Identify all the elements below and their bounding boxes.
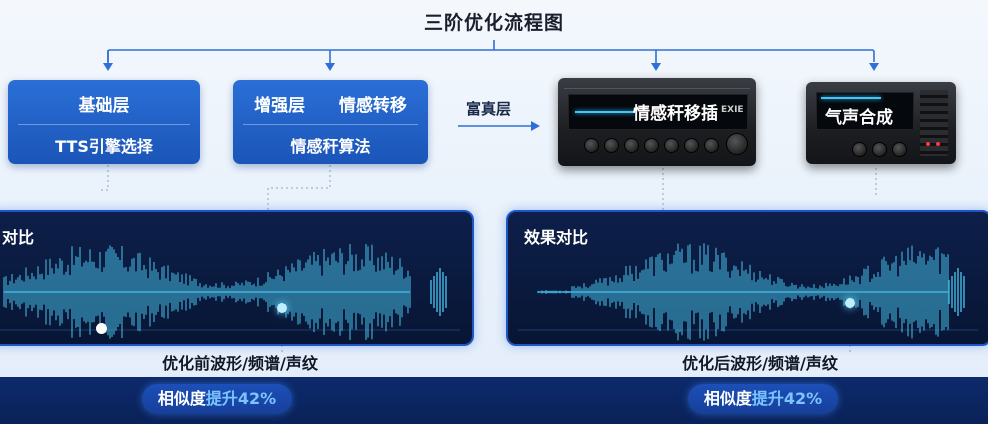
- spectrum-bar: [439, 268, 441, 316]
- knob: [684, 138, 699, 153]
- knob: [852, 142, 867, 157]
- device-screen: 情感秆移插 EXIE: [568, 94, 748, 130]
- knob: [664, 138, 679, 153]
- enhance-layer-subtitle: 情感秆算法: [290, 137, 371, 156]
- screen-line: [821, 97, 881, 99]
- device-screen-small: EXIE: [721, 105, 744, 115]
- knob: [704, 138, 719, 153]
- before-similarity-badge: 相似度提升42%: [142, 384, 292, 414]
- device-top-strip: [564, 82, 750, 89]
- button-grid: [920, 90, 948, 156]
- panel-header: 对比: [2, 228, 35, 247]
- card-divider: [243, 124, 418, 125]
- knob: [892, 142, 907, 157]
- after-similarity-badge: 相似度提升42%: [688, 384, 838, 414]
- knob: [584, 138, 599, 153]
- spectrum-bar: [433, 276, 435, 308]
- spectrum-bar: [430, 280, 432, 304]
- spectrum-bar: [963, 276, 965, 308]
- spectrum-bar: [957, 268, 959, 316]
- before-comparison-panel: 对比: [0, 210, 474, 346]
- badge-highlight: 提升42%: [751, 389, 823, 408]
- spectrum-bar: [948, 280, 950, 304]
- marker-dot: [845, 298, 855, 308]
- main-knob: [726, 133, 748, 155]
- card-divider: [18, 124, 190, 125]
- base-layer-card: 基础层 TTS引擎选择: [8, 80, 200, 164]
- panel-header: 效果对比: [524, 228, 589, 247]
- knob: [872, 142, 887, 157]
- knob: [604, 138, 619, 153]
- spectrum-bar: [951, 276, 953, 308]
- badge-highlight: 提升42%: [205, 389, 277, 408]
- breath-synthesis-device: 气声合成: [806, 82, 956, 164]
- device-screen-text: 情感秆移插: [633, 104, 718, 124]
- playhead-dot: [96, 323, 107, 334]
- spectrum-bar: [445, 276, 447, 308]
- after-caption: 优化后波形/频谱/声纹: [682, 354, 838, 373]
- device-screen: 气声合成: [816, 92, 914, 130]
- knob: [624, 138, 639, 153]
- knob: [644, 138, 659, 153]
- screen-line: [575, 111, 635, 113]
- badge-prefix: 相似度: [157, 389, 206, 408]
- base-layer-subtitle: TTS引擎选择: [55, 137, 153, 156]
- spectrum-bar: [436, 272, 438, 312]
- spectrum-bar: [442, 272, 444, 312]
- led-icon: [936, 142, 940, 146]
- enhance-layer-label: 增强层: [254, 96, 306, 116]
- after-comparison-panel: 效果对比: [506, 210, 988, 346]
- base-layer-title: 基础层: [78, 96, 130, 116]
- emotion-transfer-label: 情感转移: [338, 96, 407, 116]
- fuzhen-layer-label: 富真层: [466, 100, 512, 118]
- marker-dot: [277, 303, 287, 313]
- page-title: 三阶优化流程图: [423, 12, 564, 34]
- before-caption: 优化前波形/频谱/声纹: [162, 354, 318, 373]
- enhance-layer-title: 增强层 情感转移: [233, 91, 428, 116]
- enhance-layer-card: 增强层 情感转移 情感秆算法: [233, 80, 428, 164]
- badge-prefix: 相似度: [703, 389, 752, 408]
- spectrum-bar: [954, 272, 956, 312]
- emotion-transfer-device: 情感秆移插 EXIE: [558, 78, 756, 166]
- device-screen-text: 气声合成: [825, 108, 893, 128]
- before-waveform: [0, 243, 460, 341]
- spectrum-bar: [960, 272, 962, 312]
- led-icon: [926, 142, 930, 146]
- after-waveform: [518, 243, 978, 341]
